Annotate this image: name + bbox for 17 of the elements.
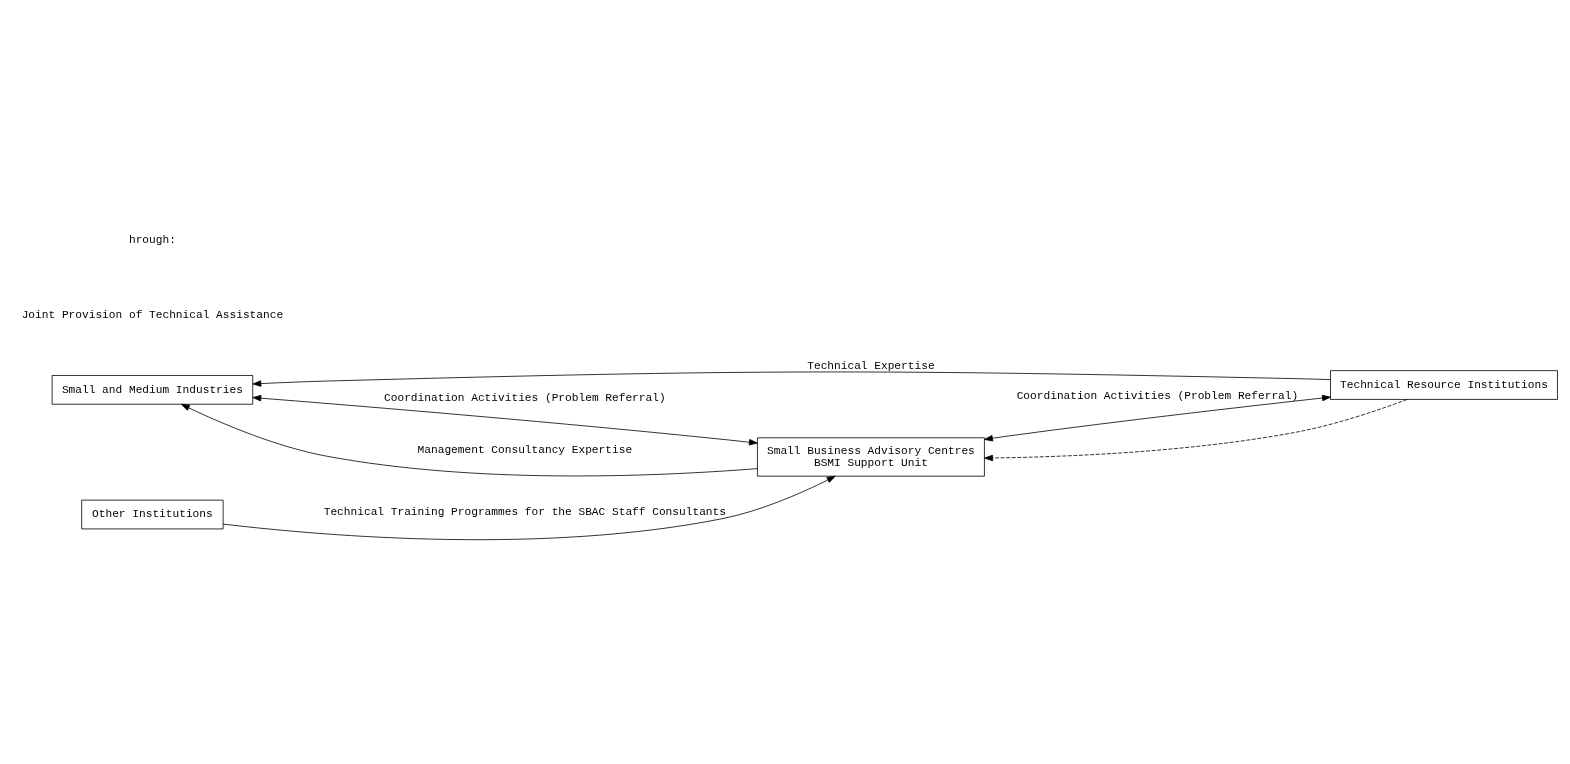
arrow bbox=[984, 394, 1331, 441]
edge-label: Coordination Activities (Problem Referral) bbox=[384, 391, 666, 404]
edge-label: Management Consultancy Expertise bbox=[417, 443, 633, 456]
node-box: Small and Medium Industries bbox=[51, 374, 254, 405]
arrow bbox=[984, 398, 1408, 461]
node-box: Small Business Advisory Centres BSMI Support Unit bbox=[757, 436, 985, 477]
edge-label: Technical Training Programmes for the SBAC Staff Consultants bbox=[323, 505, 726, 518]
arrow bbox=[181, 403, 758, 476]
node-box: Technical Resource Institutions bbox=[1330, 369, 1558, 400]
label: Joint Provision of Technical Assistance bbox=[21, 308, 284, 321]
arrow bbox=[252, 394, 758, 445]
arrow bbox=[222, 475, 836, 540]
label: hrough: bbox=[128, 233, 176, 246]
node-box: Other Institutions bbox=[81, 499, 224, 529]
arrow bbox=[252, 371, 1331, 387]
edge-label: Coordination Activities (Problem Referral) bbox=[1016, 389, 1299, 402]
edge-label: Technical Expertise bbox=[807, 359, 935, 372]
